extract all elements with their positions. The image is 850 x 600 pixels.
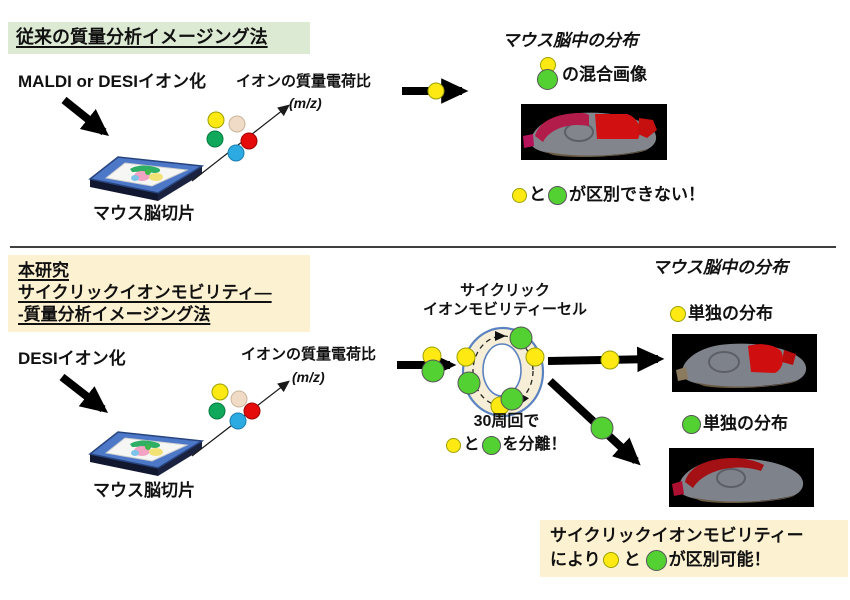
conclusion-box: サイクリックイオンモビリティー により と が区別可能！ xyxy=(540,520,848,578)
brain-image-yellow-dist xyxy=(672,334,817,392)
green-ion-icon xyxy=(645,549,667,571)
green-ion-in-cell xyxy=(457,371,481,395)
yellow-ion-in-cell xyxy=(525,347,545,367)
circulation-arrowhead-top xyxy=(495,331,506,341)
conclusion-text: が区別可能！ xyxy=(668,550,771,570)
conclusion-pre: により xyxy=(550,550,601,570)
green-ion-on-result-arrow xyxy=(590,416,614,440)
result-title-bottom: マウス脳中の分布 xyxy=(652,258,788,277)
sample-plate-top xyxy=(88,156,205,201)
yellow-ion-dot xyxy=(207,111,225,129)
blue-ion-dot xyxy=(227,144,245,162)
research-line3: -質量分析イメージング法 xyxy=(18,305,211,325)
maldi-desi-ionization-label: MALDI or DESIイオン化 xyxy=(18,72,206,91)
yellow-ion-icon xyxy=(512,187,527,203)
green-dist-label: 単独の分布 xyxy=(703,414,788,433)
mz-label-top: イオンの質量電荷比 xyxy=(236,73,372,90)
mz-unit-top: (m/z) xyxy=(289,95,322,111)
yellow-ion-in-cell xyxy=(456,347,476,367)
separation-text: を分離！ xyxy=(502,435,567,453)
desi-ionization-label: DESIイオン化 xyxy=(18,349,126,368)
cell-label-line1: サイクリック xyxy=(460,282,550,299)
ionization-arrow-top xyxy=(61,96,109,136)
research-line1: 本研究 xyxy=(18,261,69,280)
ionization-arrow-bottom xyxy=(59,373,109,413)
green-ion-icon xyxy=(682,414,701,434)
red-ion-dot xyxy=(240,132,258,150)
sample-label-top: マウス脳切片 xyxy=(93,204,195,223)
top-section-title: 従来の質量分析イメージング法 xyxy=(8,22,310,54)
cell-label: サイクリック イオンモビリティーセル xyxy=(415,282,595,320)
beige-ion-dot xyxy=(228,115,246,133)
ion-dots-bottom xyxy=(208,383,261,430)
brain-image-mixed xyxy=(521,104,667,160)
yellow-ion-on-arrow-top xyxy=(427,82,445,100)
red-ion-dot xyxy=(243,402,261,420)
yellow-ion-on-result-arrow xyxy=(600,350,620,370)
green-ion-icon xyxy=(548,185,567,205)
yellow-ion-icon xyxy=(446,437,462,453)
problem-text: が区別できない！ xyxy=(569,185,705,204)
mixed-image-label: の混合画像 xyxy=(562,64,647,84)
sample-plate-bottom xyxy=(88,431,205,476)
research-line2: サイクリックイオンモビリティ— xyxy=(18,283,272,303)
green-ion-icon xyxy=(537,69,558,90)
mz-label-bottom: イオンの質量電荷比 xyxy=(241,346,377,363)
mz-unit-bottom: (m/z) xyxy=(292,369,325,385)
emerald-ion-dot xyxy=(208,402,226,420)
brain-image-green-dist xyxy=(669,448,814,507)
yellow-dist-line: 単独の分布 xyxy=(670,303,773,325)
green-dist-line: 単独の分布 xyxy=(682,413,788,435)
yellow-ion-icon xyxy=(670,306,686,323)
yellow-green-stack-icon xyxy=(536,57,560,93)
mixed-image-line: の混合画像 xyxy=(536,57,647,93)
green-ion-icon xyxy=(481,435,501,455)
ion-dots-top xyxy=(206,111,258,162)
research-title-box: 本研究 サイクリックイオンモビリティ— -質量分析イメージング法 xyxy=(8,255,310,333)
cell-label-line2: イオンモビリティーセル xyxy=(422,300,588,318)
emerald-ion-dot xyxy=(206,130,224,148)
conclusion-connector: と xyxy=(623,550,641,570)
problem-line: と が区別できない！ xyxy=(512,184,705,206)
separation-note: 30周回で と を分離！ xyxy=(424,412,589,456)
green-ion-in-cell xyxy=(500,387,524,411)
yellow-ion-dot xyxy=(211,383,229,401)
yellow-ion-icon xyxy=(602,552,619,569)
sample-label-bottom: マウス脳切片 xyxy=(93,481,195,500)
green-ion-in-cell xyxy=(509,326,533,350)
result-title-top: マウス脳中の分布 xyxy=(502,31,638,50)
conclusion-line1: サイクリックイオンモビリティー xyxy=(550,526,804,545)
separation-line2: と を分離！ xyxy=(424,435,589,456)
yellow-dist-label: 単独の分布 xyxy=(688,304,773,323)
beige-ion-dot xyxy=(230,390,248,408)
mz-axis-arrow-top xyxy=(191,104,290,182)
problem-connector: と xyxy=(529,185,546,204)
green-ion-on-cell-arrow xyxy=(421,359,445,383)
section-divider xyxy=(10,246,836,248)
separation-connector: と xyxy=(463,435,480,453)
conclusion-line2: により と が区別可能！ xyxy=(550,549,838,571)
blue-ion-dot xyxy=(229,412,247,430)
separation-line1: 30周回で xyxy=(473,413,540,430)
cyclic-cell xyxy=(456,326,545,418)
